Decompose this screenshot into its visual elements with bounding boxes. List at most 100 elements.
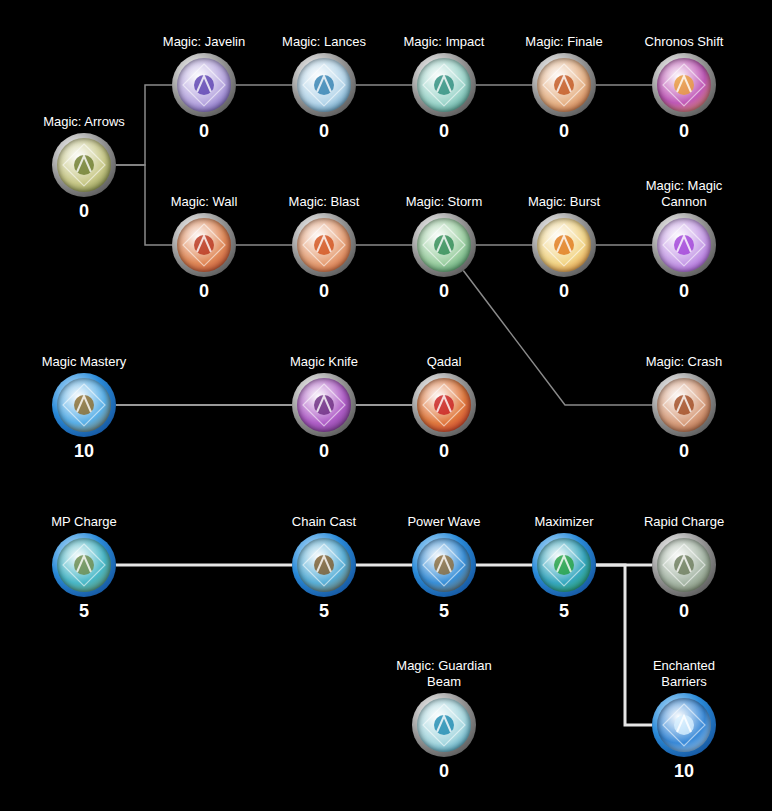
icon-emblem — [434, 235, 454, 255]
icon-mark — [557, 236, 571, 252]
skill-name: Magic: Magic Cannon — [632, 178, 736, 210]
skill-level: 0 — [534, 120, 594, 142]
icon-diamond — [663, 224, 705, 266]
skill-icon — [417, 58, 471, 112]
icon-emblem — [314, 235, 334, 255]
skill-icon — [657, 218, 711, 272]
skill-node: Magic: Guardian Beam0 — [412, 693, 476, 757]
icon-mark — [77, 556, 91, 572]
skill-name: Magic: Javelin — [152, 34, 256, 50]
icon-glyph — [177, 218, 231, 272]
icon-glyph — [657, 698, 711, 752]
skill-name: Chronos Shift — [632, 34, 736, 50]
icon-diamond — [543, 224, 585, 266]
skill-name: Power Wave — [392, 514, 496, 530]
skill-node: Magic: Finale0 — [532, 53, 596, 117]
skill-level: 5 — [54, 600, 114, 622]
skill-node: Magic Mastery10 — [52, 373, 116, 437]
icon-glyph — [537, 218, 591, 272]
icon-glyph — [657, 58, 711, 112]
skill-link — [596, 84, 652, 86]
icon-mark — [317, 236, 331, 252]
skill-level: 0 — [414, 120, 474, 142]
skill-name: Magic: Storm — [392, 194, 496, 210]
skill-name: Magic Knife — [272, 354, 376, 370]
skill-link — [116, 564, 292, 567]
icon-diamond — [423, 64, 465, 106]
skill-icon — [297, 538, 351, 592]
skill-level: 0 — [414, 440, 474, 462]
icon-glyph — [657, 378, 711, 432]
skill-node: Magic Knife0 — [292, 373, 356, 437]
icon-emblem — [314, 395, 334, 415]
skill-name: Magic: Arrows — [32, 114, 136, 130]
icon-emblem — [74, 395, 94, 415]
icon-emblem — [434, 715, 454, 735]
icon-diamond — [303, 544, 345, 586]
icon-diamond — [543, 544, 585, 586]
skill-icon — [297, 378, 351, 432]
icon-diamond — [663, 704, 705, 746]
icon-glyph — [297, 58, 351, 112]
icon-emblem — [314, 555, 334, 575]
icon-diamond — [543, 64, 585, 106]
icon-glyph — [537, 58, 591, 112]
skill-icon — [417, 218, 471, 272]
icon-mark — [317, 76, 331, 92]
skill-level: 0 — [294, 120, 354, 142]
skill-level: 5 — [414, 600, 474, 622]
skill-level: 0 — [654, 600, 714, 622]
skill-icon — [417, 378, 471, 432]
skill-level: 0 — [414, 760, 474, 782]
icon-glyph — [417, 698, 471, 752]
skill-level: 0 — [294, 440, 354, 462]
icon-mark — [197, 76, 211, 92]
icon-glyph — [297, 378, 351, 432]
icon-emblem — [674, 75, 694, 95]
icon-glyph — [417, 218, 471, 272]
icon-diamond — [423, 704, 465, 746]
icon-emblem — [314, 75, 334, 95]
skill-link — [356, 244, 412, 246]
skill-icon — [537, 538, 591, 592]
icon-mark — [557, 556, 571, 572]
icon-diamond — [63, 544, 105, 586]
skill-level: 0 — [654, 280, 714, 302]
icon-mark — [197, 236, 211, 252]
icon-emblem — [194, 235, 214, 255]
skill-node: Magic: Javelin0 — [172, 53, 236, 117]
icon-emblem — [74, 155, 94, 175]
icon-diamond — [423, 544, 465, 586]
skill-name: Qadal — [392, 354, 496, 370]
skill-node: Magic: Lances0 — [292, 53, 356, 117]
skill-level: 0 — [654, 440, 714, 462]
icon-diamond — [423, 384, 465, 426]
icon-mark — [317, 556, 331, 572]
icon-diamond — [663, 544, 705, 586]
skill-name: Magic: Finale — [512, 34, 616, 50]
icon-glyph — [57, 378, 111, 432]
icon-emblem — [554, 235, 574, 255]
icon-emblem — [674, 715, 694, 735]
icon-glyph — [57, 538, 111, 592]
skill-icon — [417, 538, 471, 592]
skill-node: Magic: Impact0 — [412, 53, 476, 117]
icon-mark — [677, 556, 691, 572]
skill-name: Enchanted Barriers — [632, 658, 736, 690]
skill-link — [596, 244, 652, 246]
skill-icon — [297, 218, 351, 272]
skill-node: Rapid Charge0 — [652, 533, 716, 597]
icon-glyph — [57, 138, 111, 192]
skill-node: Chronos Shift0 — [652, 53, 716, 117]
icon-emblem — [194, 75, 214, 95]
skill-level: 0 — [294, 280, 354, 302]
icon-emblem — [674, 235, 694, 255]
icon-mark — [677, 716, 691, 732]
icon-diamond — [303, 64, 345, 106]
icon-diamond — [663, 384, 705, 426]
skill-name: Magic: Guardian Beam — [392, 658, 496, 690]
icon-diamond — [63, 144, 105, 186]
skill-name: Magic: Lances — [272, 34, 376, 50]
skill-name: Magic: Impact — [392, 34, 496, 50]
icon-glyph — [417, 378, 471, 432]
